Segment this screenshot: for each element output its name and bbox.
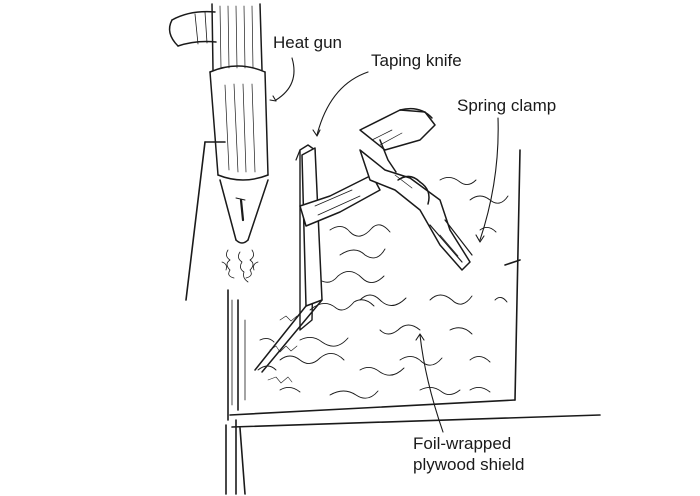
workpiece	[185, 141, 601, 495]
heat-gun-label: Heat gun	[273, 33, 342, 52]
spring-clamp	[359, 107, 473, 271]
plywood-shield-label-line2: plywood shield	[413, 455, 525, 474]
taping-knife	[254, 147, 381, 373]
taping-knife-leader	[316, 71, 369, 136]
plywood-shield-label: Foil-wrapped plywood shield	[413, 433, 525, 475]
plywood-shield-label-line1: Foil-wrapped	[413, 434, 512, 453]
taping-knife-label: Taping knife	[371, 51, 462, 70]
heat-gun	[168, 3, 269, 283]
leader-lines	[269, 57, 499, 433]
spring-clamp-leader	[479, 117, 499, 241]
shield-leader	[419, 334, 444, 433]
spring-clamp-label: Spring clamp	[457, 96, 557, 115]
heat-gun-leader	[275, 57, 295, 101]
